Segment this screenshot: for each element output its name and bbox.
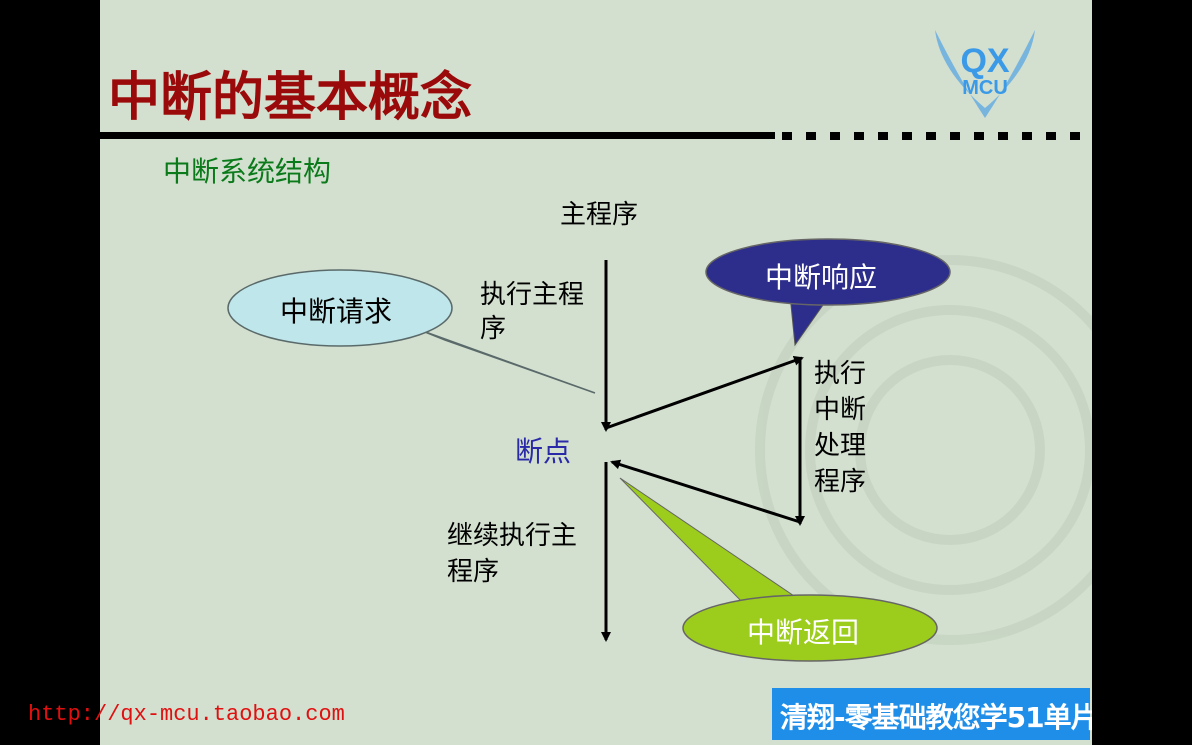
divider-dot (950, 132, 960, 140)
bubble-response-text: 中断响应 (765, 261, 878, 294)
divider-dot (974, 132, 984, 140)
qx-mcu-logo: QX MCU (935, 30, 1035, 118)
divider-dot (998, 132, 1008, 140)
divider-dot (902, 132, 912, 140)
isr-line: 中断 (814, 395, 867, 425)
divider-dot (782, 132, 792, 140)
diagram-canvas: QX MCU (100, 30, 1092, 740)
continue-main-label: 继续执行主 程序 (447, 518, 577, 590)
divider-dot (830, 132, 840, 140)
return-arrow (610, 459, 801, 524)
isr-line: 执行 (814, 359, 867, 389)
isr-label: 执行 中断 处理 程序 (814, 356, 866, 500)
exec-main-label: 执行主程 序 (480, 278, 584, 346)
divider-dot (1046, 132, 1056, 140)
request-bubble-tail (419, 329, 596, 394)
divider-dot (806, 132, 816, 140)
page-title: 中断的基本概念 (108, 68, 473, 128)
divider-dot (854, 132, 864, 140)
background-pattern (755, 255, 1092, 645)
isr-line: 处理 (814, 431, 867, 461)
bubble-return-text: 中断返回 (747, 616, 860, 649)
section-subtitle: 中断系统结构 (163, 155, 332, 188)
divider-dot (926, 132, 936, 140)
exec-main-line: 序 (480, 314, 507, 344)
request-bubble (227, 269, 453, 347)
slide: QX MCU 中断的基本概念 中断系统结构 主程序 执行主程 序 断点 执行 中… (100, 0, 1092, 745)
title-divider-solid (100, 132, 775, 139)
response-bubble (705, 238, 951, 306)
main-program-label: 主程序 (560, 200, 639, 230)
svg-text:QX: QX (960, 42, 1009, 80)
bubble-request-text: 中断请求 (280, 295, 393, 328)
jump-to-isr-arrow (605, 355, 804, 430)
return-bubble (682, 594, 938, 662)
breakpoint-label: 断点 (515, 435, 572, 468)
continue-line: 继续执行主 (447, 521, 578, 551)
return-bubble-tail (619, 477, 802, 611)
isr-line: 程序 (814, 467, 867, 497)
continue-line: 程序 (447, 557, 500, 587)
title-divider-dotted (782, 132, 1080, 140)
footer-banner-bg (772, 688, 1090, 740)
divider-dot (878, 132, 888, 140)
svg-text:MCU: MCU (962, 77, 1008, 99)
footer-url-link[interactable]: http://qx-mcu.taobao.com (28, 702, 345, 727)
footer-banner-text: 清翔-零基础教您学51单片机 (780, 701, 1092, 734)
divider-dot (1022, 132, 1032, 140)
exec-main-line: 执行主程 (480, 280, 585, 310)
divider-dot (1070, 132, 1080, 140)
